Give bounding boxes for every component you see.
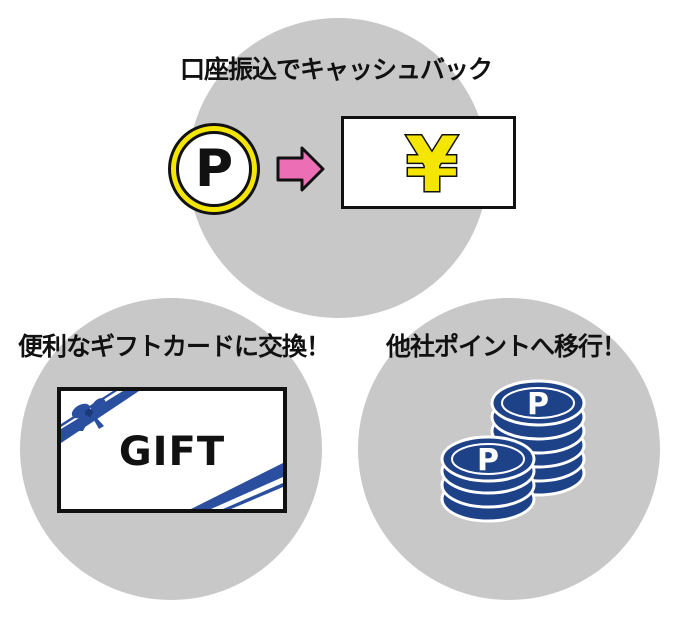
ribbon-bow-icon bbox=[71, 398, 106, 431]
points-transfer-caption: 他社ポイントへ移行！ bbox=[386, 332, 627, 361]
yen-symbol: ¥ bbox=[406, 129, 459, 199]
yen-cash-box: ¥ bbox=[341, 116, 516, 209]
gift-label: GIFT bbox=[118, 429, 226, 475]
right-arrow-icon bbox=[276, 146, 325, 192]
front-coin-letter: P bbox=[477, 443, 499, 478]
point-coin-icon: P bbox=[168, 123, 260, 215]
point-coin-letter: P bbox=[194, 139, 234, 199]
gift-card-icon: GIFT bbox=[57, 387, 287, 513]
gift-card-caption: 便利なギフトカードに交換！ bbox=[18, 332, 331, 361]
coin-stack-icon: P P bbox=[440, 379, 586, 523]
point-coin-face: P bbox=[176, 131, 252, 207]
ribbon-decoration bbox=[61, 391, 283, 509]
cashback-caption: 口座振込でキャッシュバック bbox=[180, 55, 493, 84]
yen-icon: ¥ bbox=[404, 129, 460, 199]
back-coin-letter: P bbox=[527, 387, 549, 422]
